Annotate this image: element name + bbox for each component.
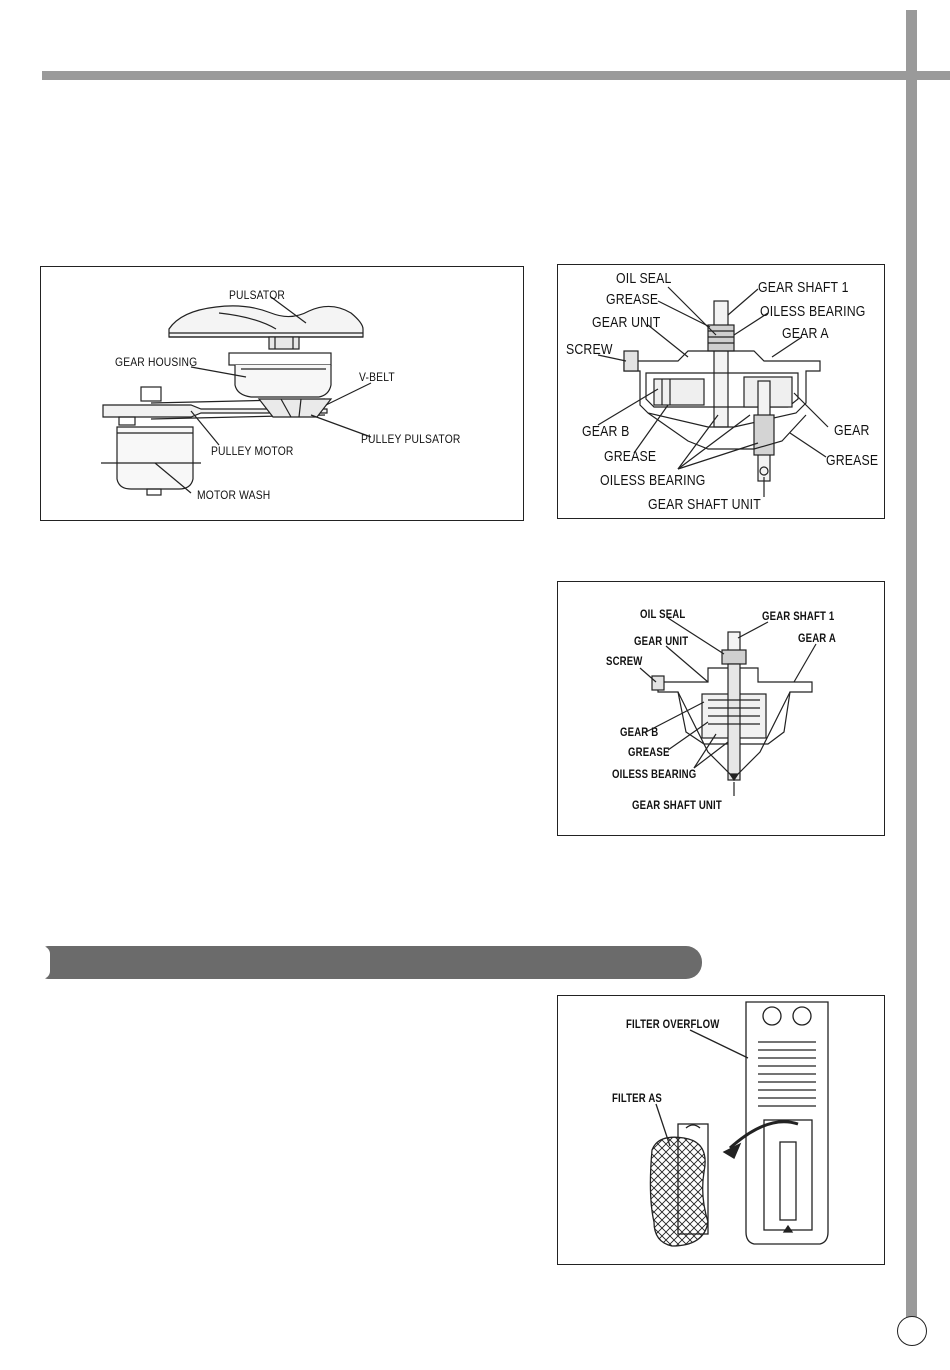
label-grease-left: GREASE <box>604 448 657 465</box>
label-motor-wash: MOTOR WASH <box>197 488 271 502</box>
section-heading-bar <box>42 946 702 979</box>
label-gear-unit: GEAR UNIT <box>592 314 661 331</box>
label-gear-b: GEAR B <box>582 423 630 440</box>
label-gear-shaft-unit: GEAR SHAFT UNIT <box>648 496 761 513</box>
label-screw-2: SCREW <box>606 654 643 668</box>
label-gear-a: GEAR A <box>782 325 829 342</box>
label-filter-overflow: FILTER OVERFLOW <box>626 1017 720 1031</box>
side-rule <box>906 10 917 1325</box>
label-gear-b-2: GEAR B <box>620 725 659 739</box>
section-heading-cap <box>42 946 50 979</box>
label-gear-unit-2: GEAR UNIT <box>634 634 689 648</box>
label-screw: SCREW <box>566 341 613 358</box>
header-rule <box>42 71 950 80</box>
label-oiless-bearing-2: OILESS BEARING <box>612 767 697 781</box>
label-gear: GEAR <box>834 422 870 439</box>
label-oiless-bearing-top: OILESS BEARING <box>760 303 866 320</box>
label-gear-shaft-1: GEAR SHAFT 1 <box>758 279 849 296</box>
label-gear-housing: GEAR HOUSING <box>115 355 198 369</box>
label-gear-a-2: GEAR A <box>798 631 836 645</box>
gear-section-1-drawing <box>597 286 829 497</box>
label-v-belt: V-BELT <box>359 370 395 384</box>
label-pulley-pulsator: PULLEY PULSATOR <box>361 432 461 446</box>
label-grease-2: GREASE <box>628 745 670 759</box>
filter-drawing <box>649 1001 829 1247</box>
gear-section-2-drawing <box>639 617 817 796</box>
figure-filter: FILTER OVERFLOW FILTER AS <box>557 995 885 1265</box>
label-gear-shaft-1-2: GEAR SHAFT 1 <box>762 609 835 623</box>
label-pulsator: PULSATOR <box>229 288 286 302</box>
drive-assembly-drawing <box>101 296 372 496</box>
figure-gear-section-2: OIL SEAL GEAR SHAFT 1 GEAR UNIT GEAR A S… <box>557 581 885 836</box>
label-filter-as: FILTER AS <box>612 1091 662 1105</box>
label-gear-shaft-unit-2: GEAR SHAFT UNIT <box>632 798 722 812</box>
label-grease-top: GREASE <box>606 291 659 308</box>
label-pulley-motor: PULLEY MOTOR <box>211 444 294 458</box>
figure-drive-assembly: PULSATOR GEAR HOUSING V-BELT PULLEY MOTO… <box>40 266 524 521</box>
label-grease-right: GREASE <box>826 452 879 469</box>
figure-gear-section-1: OIL SEAL GEAR SHAFT 1 GREASE OILESS BEAR… <box>557 264 885 519</box>
label-oiless-bearing-bottom: OILESS BEARING <box>600 472 706 489</box>
label-oil-seal: OIL SEAL <box>616 270 672 287</box>
label-oil-seal-2: OIL SEAL <box>640 607 686 621</box>
page-number-circle <box>897 1316 927 1346</box>
